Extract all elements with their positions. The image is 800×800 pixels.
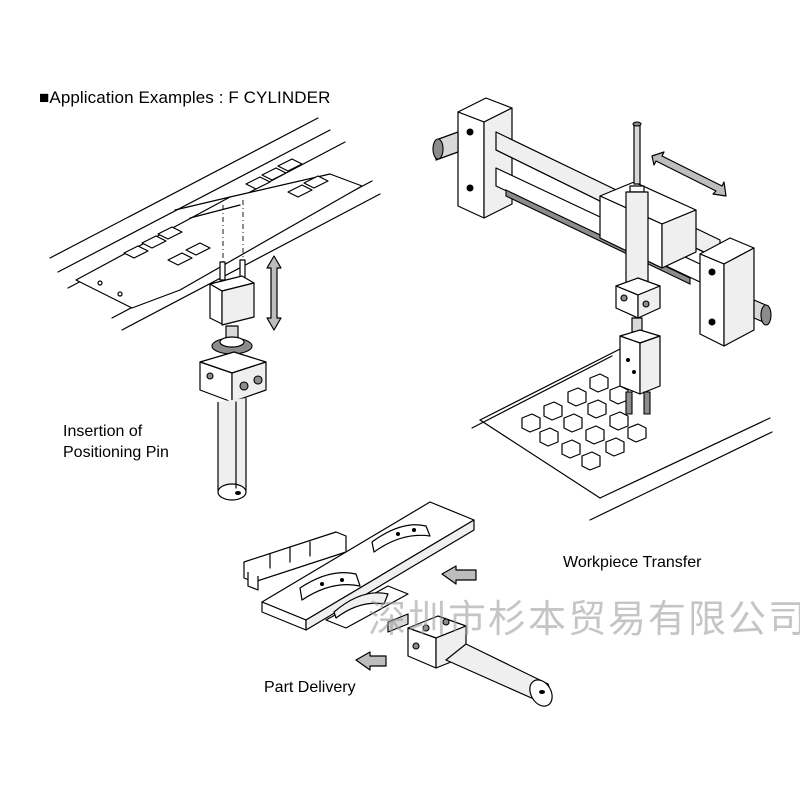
workpiece-blocks	[521, 373, 647, 471]
delivery-illustration	[243, 501, 553, 707]
caption-insertion: Insertion of Positioning Pin	[63, 421, 169, 463]
caption-insertion-line1: Insertion of	[63, 423, 143, 440]
chip-components	[123, 158, 329, 266]
square-bullet-icon: ■	[39, 88, 50, 107]
vertical-motion-arrow-icon	[266, 255, 282, 331]
caption-insertion-line2: Positioning Pin	[63, 444, 169, 461]
title-text: Application Examples : F CYLINDER	[49, 88, 331, 107]
caption-workpiece-transfer: Workpiece Transfer	[563, 554, 702, 571]
watermark: 深圳市杉本贸易有限公司	[368, 597, 800, 641]
push-direction-arrow-icon	[355, 651, 387, 671]
page-title: ■Application Examples : F CYLINDER	[39, 88, 330, 108]
feed-direction-arrow-icon	[441, 565, 477, 585]
insertion-illustration	[49, 117, 381, 501]
transfer-illustration	[432, 97, 773, 521]
horizontal-motion-arrow-icon	[651, 151, 727, 197]
caption-part-delivery: Part Delivery	[264, 679, 356, 696]
